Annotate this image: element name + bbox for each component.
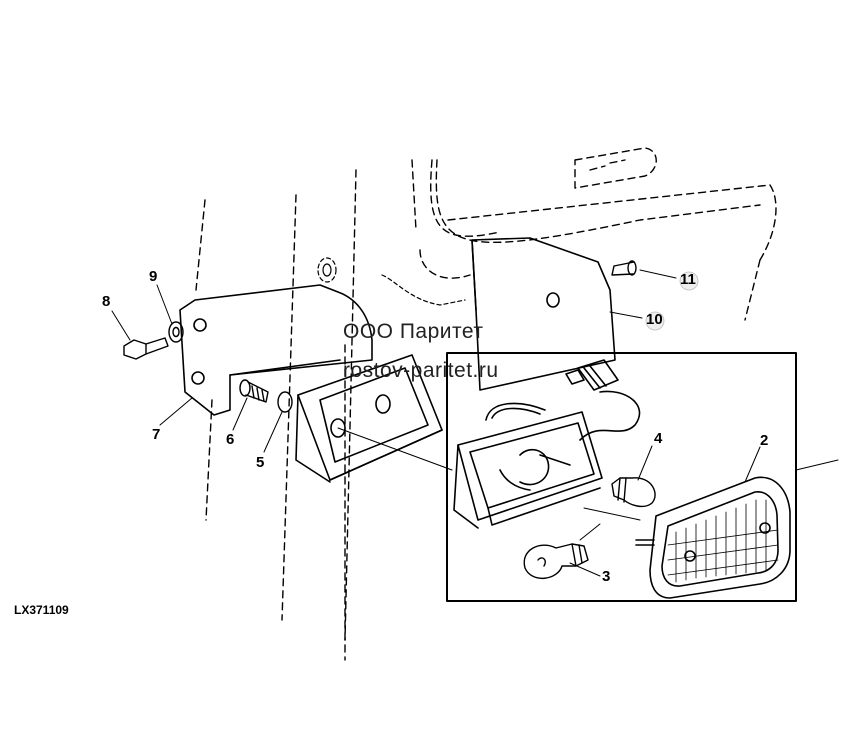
callout-2: 2 — [760, 432, 769, 449]
detail-inset-frame — [446, 352, 797, 602]
leader-lines — [111, 269, 761, 577]
callout-7: 7 — [152, 426, 161, 443]
callout-5: 5 — [256, 454, 265, 471]
wire-harness-dashed — [381, 274, 466, 306]
callout-8: 8 — [102, 293, 111, 310]
mounting-plate-10 — [471, 237, 616, 391]
lens-2 — [635, 476, 791, 599]
callout-9: 9 — [149, 268, 158, 285]
bulb-4 — [611, 477, 656, 508]
grommet — [317, 257, 337, 283]
washer-5 — [277, 391, 293, 413]
callout-marker — [645, 271, 699, 331]
callout-4: 4 — [654, 430, 663, 447]
bolt-8 — [123, 337, 169, 360]
inset-connector — [565, 359, 619, 391]
bulb-3 — [523, 543, 589, 579]
machine-body-outline — [195, 147, 777, 661]
callout-11: 11 — [680, 271, 696, 288]
screw-11 — [611, 260, 637, 276]
callout-6: 6 — [226, 431, 235, 448]
screw-6 — [239, 379, 269, 403]
lamp-housing — [295, 354, 443, 483]
callout-10: 10 — [646, 311, 663, 328]
inset-cable — [485, 390, 641, 441]
figure-reference-code: LX371109 — [14, 603, 69, 617]
inset-lamp-housing — [453, 411, 603, 529]
bracket-7 — [179, 284, 373, 416]
watermark-site: rostov-paritet.ru — [343, 359, 499, 382]
watermark-company: ООО Паритет — [343, 320, 484, 343]
washer-9 — [168, 321, 184, 343]
callout-3: 3 — [602, 568, 611, 585]
